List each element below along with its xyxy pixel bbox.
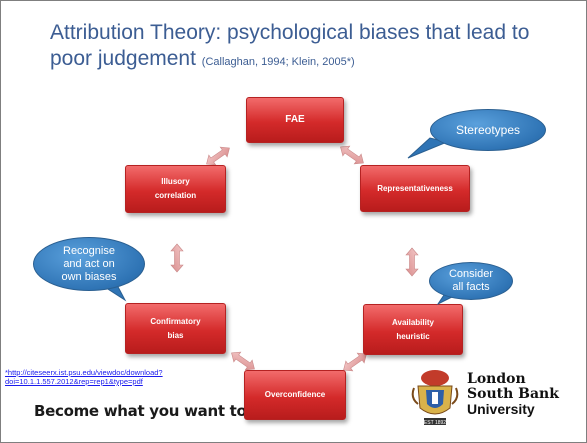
crest-label: EST 1892 (424, 420, 446, 426)
arrow-fae-representativeness (340, 145, 364, 165)
bubble-recognise-line2: and act on (63, 257, 115, 270)
university-crest-icon: EST 1892 (411, 370, 459, 426)
bubble-consider-facts: Consider all facts (429, 262, 513, 300)
slide-title: Attribution Theory: psychological biases… (50, 20, 570, 75)
node-illusory-line2: correlation (154, 191, 197, 200)
node-confirmatory-line2: bias (167, 330, 184, 340)
citation-link[interactable]: *http://citeseerx.ist.psu.edu/viewdoc/do… (5, 368, 163, 386)
arrow-illusory-confirmatory (170, 243, 184, 273)
node-confirmatory-line1: Confirmatory (150, 316, 201, 326)
arrow-fae-illusory (206, 146, 230, 166)
university-slogan: Become what you want to be (34, 402, 272, 420)
node-overconfidence-label: Overconfidence (264, 390, 326, 399)
logo-line-2: South Bank (467, 386, 559, 402)
bubble-stereotypes: Stereotypes (430, 109, 546, 151)
title-citation: (Callaghan, 1994; Klein, 2005*) (201, 56, 355, 68)
bubble-stereotypes-text: Stereotypes (455, 123, 521, 137)
node-representativeness: Representativeness (360, 165, 470, 212)
node-fae-label: FAE (285, 114, 305, 125)
university-logo-text: London South Bank University (467, 372, 559, 417)
node-representativeness-label: Representativeness (377, 183, 453, 193)
node-illusory-line1: Illusory (161, 177, 190, 186)
node-availability-line1: Availability (392, 317, 434, 327)
title-main: Attribution Theory: psychological biases… (50, 21, 530, 70)
node-availability-line2: heuristic (396, 331, 430, 341)
bubble-recognise-biases: Recognise and act on own biases (33, 237, 145, 291)
node-confirmatory-bias: Confirmatory bias (125, 303, 226, 354)
arrow-confirmatory-overconfidence (231, 351, 255, 371)
node-overconfidence: Overconfidence (244, 370, 346, 420)
bubble-recognise-line3: own biases (61, 270, 117, 283)
arrow-representativeness-availability (405, 247, 419, 277)
bubble-consider-line2: all facts (452, 281, 490, 293)
logo-line-3: University (467, 401, 535, 417)
node-fae: FAE (246, 97, 344, 143)
node-availability-heuristic: Availability heuristic (363, 304, 463, 355)
bubble-consider-line1: Consider (448, 268, 494, 280)
bubble-recognise-line1: Recognise (63, 244, 115, 257)
logo-line-1: London (467, 371, 526, 387)
node-illusory-correlation: Illusory correlation (125, 165, 226, 213)
